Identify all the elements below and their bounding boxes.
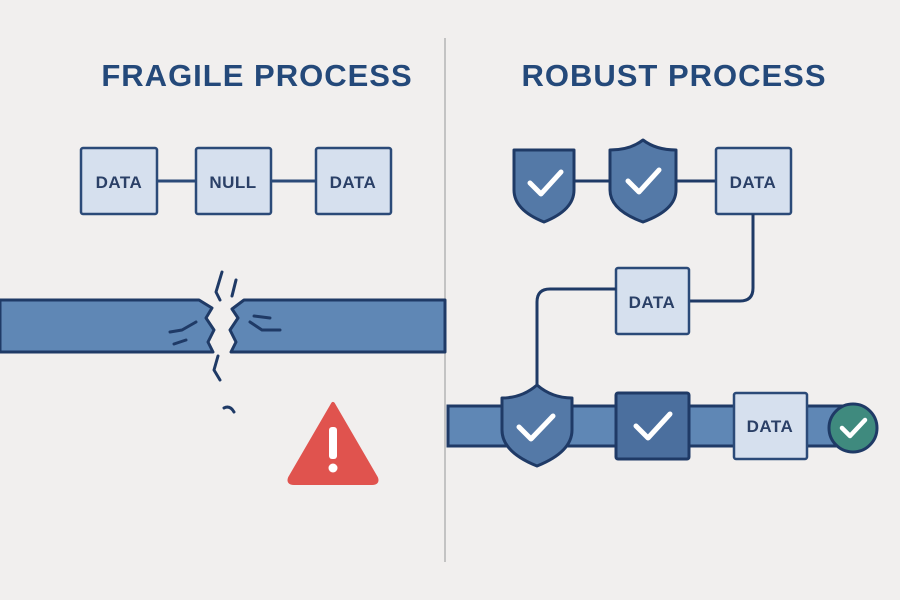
shield-check-icon bbox=[512, 148, 576, 224]
route-connector-top bbox=[690, 214, 755, 303]
fragile-process-title: FRAGILE PROCESS bbox=[101, 58, 412, 93]
shield-check-icon bbox=[500, 383, 574, 468]
robust-node-data-top: DATA bbox=[714, 146, 793, 216]
fragile-node-null: NULL bbox=[194, 146, 273, 216]
check-circle-icon bbox=[827, 402, 879, 454]
robust-node-label: DATA bbox=[730, 173, 777, 192]
robust-node-data-bottom: DATA bbox=[732, 391, 809, 461]
warning-triangle-icon bbox=[287, 402, 379, 485]
fragile-node-label: DATA bbox=[96, 173, 143, 192]
robust-process-title: ROBUST PROCESS bbox=[521, 58, 826, 93]
crack-icon bbox=[168, 270, 282, 414]
robust-node-label: DATA bbox=[747, 417, 794, 436]
shield-check-icon bbox=[608, 138, 678, 224]
fragile-node-data-1: DATA bbox=[79, 146, 159, 216]
fragile-node-label: NULL bbox=[209, 173, 256, 192]
route-connector-bottom bbox=[535, 287, 616, 390]
fragile-node-label: DATA bbox=[330, 173, 377, 192]
fragile-node-data-2: DATA bbox=[314, 146, 393, 216]
robust-node-label: DATA bbox=[629, 293, 676, 312]
check-box-icon bbox=[614, 391, 691, 461]
robust-node-data-middle: DATA bbox=[614, 266, 691, 336]
broken-pipe bbox=[0, 298, 447, 354]
